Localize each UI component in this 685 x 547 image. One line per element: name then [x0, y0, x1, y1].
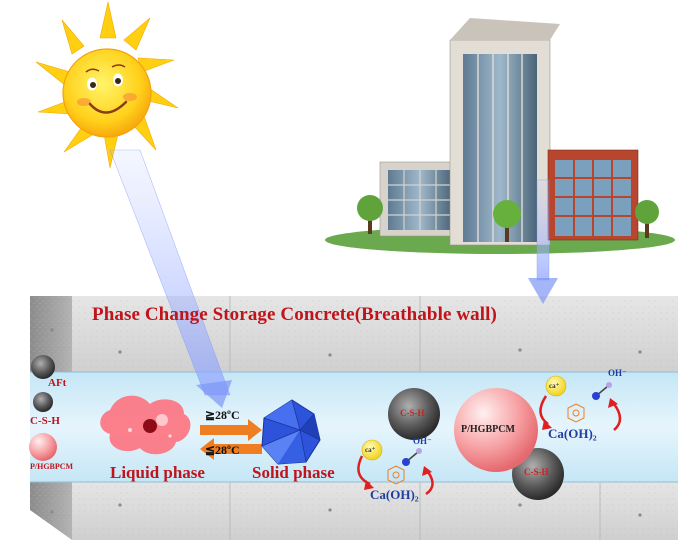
- cooling-temperature: ≦28ºC: [205, 443, 240, 457]
- pcm-particle: [29, 433, 57, 461]
- hydroxide-molecule-icon: [402, 448, 422, 466]
- hydration-cycle-right: [539, 375, 622, 431]
- diagram-title: Phase Change Storage Concrete(Breathable…: [92, 304, 497, 325]
- sun-illustration: [35, 1, 179, 169]
- hexagon-molecule-icon: [387, 465, 405, 485]
- solid-phase-label: Solid phase: [252, 463, 335, 482]
- ca-ion-icon: [361, 439, 383, 461]
- hydroxide-molecule-icon: [592, 382, 612, 400]
- heating-temperature: ≧28ºC: [205, 408, 240, 422]
- building-beam: [536, 179, 550, 281]
- ca-ion-label: ca⁺: [365, 446, 376, 454]
- ca-ion-icon: [545, 375, 567, 397]
- liquid-phase-label: Liquid phase: [110, 463, 205, 482]
- sidebar-particles: [29, 355, 57, 461]
- csh-sidebar-label: C-S-H: [30, 415, 60, 427]
- liquid-phase-illustration: [100, 395, 191, 455]
- hexagon-molecule-icon: [567, 403, 585, 423]
- csh-particle-label: C-S-H: [524, 467, 549, 477]
- csh-particle: [512, 448, 564, 500]
- calcium-hydroxide-label: Ca(OH)₂: [548, 426, 597, 441]
- aft-label: AFt: [48, 377, 67, 389]
- pcm-sidebar-label: P/HGBPCM: [30, 462, 74, 471]
- hydroxide-label: OH⁻: [413, 436, 432, 446]
- ca-ion-label: ca⁺: [549, 382, 560, 390]
- tree-icon: [357, 195, 383, 234]
- pcm-large-particle: [454, 388, 538, 472]
- aft-particle: [31, 355, 55, 379]
- reaction-arrow: [612, 403, 622, 431]
- tree-icon: [493, 200, 521, 242]
- calcium-hydroxide-label: Ca(OH)₂: [370, 487, 419, 502]
- solid-phase-crystal: [261, 399, 321, 465]
- aft-particle: [33, 392, 53, 412]
- tree-icon: [635, 200, 659, 238]
- building-arrow: [528, 278, 558, 304]
- sunlight-beam: [109, 149, 231, 396]
- pcm-particle-label: P/HGBPCM: [461, 424, 515, 435]
- hydroxide-label: OH⁻: [608, 368, 627, 378]
- hydration-cycle-left: [357, 439, 434, 496]
- reaction-arrow: [425, 471, 434, 496]
- csh-particle: [388, 388, 440, 440]
- heat-arrow: [196, 380, 232, 408]
- csh-particle-label: C-S-H: [400, 408, 425, 418]
- phase-exchange-arrows: [200, 419, 262, 460]
- office-building-illustration: [325, 18, 675, 254]
